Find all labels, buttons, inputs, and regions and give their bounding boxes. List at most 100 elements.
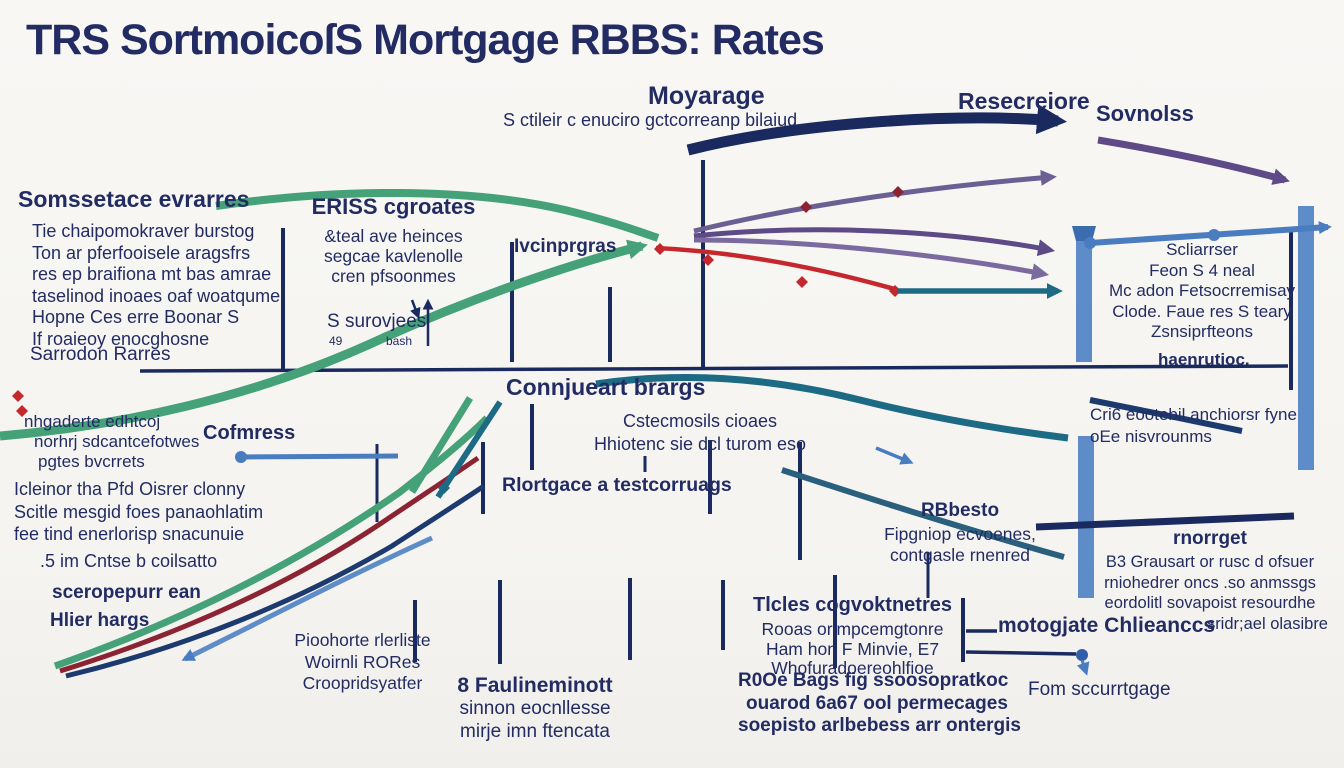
tlces-body-line: Ham hon F Minvie, E7 [765,638,940,659]
moyarage-heading: Moyarage [648,82,765,110]
pioohorte-line: Croopridsyatfer [302,673,423,693]
rnorrget-body-line: rniohedrer oncs .so anmssgs [1104,573,1316,592]
cri6-line: oEe nisvrounms [1090,427,1212,446]
blue-dot-mid [1208,229,1220,241]
nhgaderte-line: pgtes bvcrrets [38,452,145,471]
lightblue-bar-3 [1298,206,1314,470]
pioohorte-block: Pioohorte rlerliste Woirnli RORes Croopr… [290,630,435,695]
somssetace-body: Tie chaipomokraver burstog Ton ar pferfo… [32,221,280,350]
r0oe-line: ouarod 6a67 ool permecages [746,692,1008,714]
fan-line-red [655,245,899,293]
icleinor-line: fee tind enerlorisp snacunuie [14,524,245,544]
rnorrget-heading: rnorrget [1173,528,1247,549]
somssetace-body-line: Ton ar pferfooisele aragsfrs [32,242,251,263]
surovjees-label: S surovjees [327,311,427,332]
ascending-bundle-green [53,415,490,670]
rnorrget-body-line: eordolitl sovapoist resourdhe [1104,594,1316,612]
diamond-darkred-2 [892,186,904,198]
connjueart-body-line: Hhiotenc sie dcl turom eso [593,434,807,454]
cofmress-connector [239,453,399,460]
somssetace-body-line: Hopne Ces erre Boonar S [32,307,240,327]
scliarrser-line: Zsnsiprfteons [1150,322,1254,341]
surovjees-down-arrow [410,299,421,320]
teal-steep-line [435,400,503,499]
red-diamond-left-1 [12,390,24,402]
surovjees-right: bash [386,334,413,348]
ivcinprgras-label: Ivcinprgras [514,236,617,257]
pioohorte-line: Pioohorte rlerliste [294,630,431,650]
icleinor-line: Scitle mesgid foes panaohlatim [14,501,264,522]
somssetace-body-line: If roaieoy enocghosne [32,328,210,349]
horizontal-axis-line [139,364,1289,373]
navy-descending-line [1089,397,1243,434]
eriss-heading: ERISS cgroates [311,194,476,219]
green-top-curve [215,188,660,242]
red-diamond-left-2 [16,405,28,417]
rbbesto-block: RBbesto Fipgniop ecvoenes, contgasle rne… [855,500,1065,566]
teal-descending-line [781,467,1065,560]
big-navy-arrow [686,104,1067,156]
faulineminott-body-line: sinnon eocnllesse [459,698,611,719]
diamond-red-1 [654,243,666,255]
diamond-darkred-1 [800,201,812,213]
faulineminott-block: 8 Faulineminott sinnon eocnllesse mirje … [400,674,670,743]
nhgaderte-line: nhgaderte edhtcoj [24,412,161,431]
rnorrget-block: rnorrget B3 Grausart or rusc d ofsuer rn… [1082,528,1338,634]
pioohorte-line: Woirnli RORes [304,651,421,672]
tlces-body-line: Whofuradoereohlfioe [771,658,934,678]
tlces-block: Tlcles cogvoktnetres Rooas orimpcemgtonr… [730,594,975,679]
connjueart-heading: Connjueart brargs [506,374,706,400]
teal-wave-line [595,374,1069,442]
icleinor-block: Icleinor tha Pfd Oisrer clonny Scitle me… [14,478,263,572]
somssetace-footer: Sarrodon Rarres [30,344,171,365]
eriss-block: ERISS cgroates &teal ave heinces segcae … [296,194,491,286]
fan-line-purple-1 [693,227,1056,257]
page-title: TRS SortmoicoſS Mortgage RBBS: Rates [26,16,825,64]
surovjees-left: 49 [329,334,343,348]
r0oe-line: R0Oe Bags fig ssoosopratkoc [738,670,1009,691]
fom-label: Fom sccurrtgage [1028,679,1171,700]
bracket-blue-dot [1076,649,1088,661]
scliarrser-block: Scliarrser Feon S 4 neal Mc adon Fetsocr… [1082,240,1322,343]
blue-small-arrow [875,446,914,465]
cri6-line: Cri6 eootebil anchiorsr fyne [1090,405,1297,424]
diamond-red-3 [796,276,808,288]
lightblue-bar-2 [1078,436,1094,598]
connjueart-body: Cstecmosils cioaes Hhiotenc sie dcl turo… [560,410,840,456]
scliarrser-line: Scliarrser [1166,240,1238,259]
cofmress-label: Cofmress [203,422,296,444]
r0oe-block: R0Oe Bags fig ssoosopratkoc ouarod 6a67 … [738,670,1033,738]
somssetace-body-line: Tie chaipomokraver burstog [32,221,255,241]
motogjate-label: motogjate Chlieanccs [998,614,1216,637]
nhgaderte-block: nhgaderte edhtcoj norhrj sdcantcefotwes … [24,412,199,472]
rbbesto-body-line: contgasle rnenred [889,545,1031,565]
green-main-curve [0,239,648,441]
bracket-down-arrow [1076,659,1090,676]
purple-top-arrow [1097,136,1290,185]
somssetace-body-line: res ep braifiona mt bas amrae [32,264,272,284]
nhgaderte-line: norhrj sdcantcefotwes [34,432,200,451]
faulineminott-heading: 8 Faulineminott [457,674,613,697]
lightblue-arrow-line [181,535,434,662]
eriss-body-line: &teal ave heinces [324,226,463,246]
ascending-bundle-red [59,455,480,674]
faulineminott-body-line: mirje imn ftencata [460,720,610,742]
sceropepurr-line-2: Hlier hargs [50,610,150,631]
somssetace-body-line: taselinod inoaes oaf woatqume [32,285,281,306]
fan-line-slate [693,169,1057,234]
icleinor-line: .5 im Cntse b coilsatto [40,550,218,571]
rbbesto-heading: RBbesto [920,500,1000,521]
rbbesto-body-line: Fipgniop ecvoenes, [884,524,1036,544]
haenrutioc-label: haenrutioc. [1158,350,1250,369]
sovnolss-label: Sovnolss [1096,101,1194,126]
cofmress-dot [235,451,247,463]
green-steep-line [409,396,473,494]
rlortgace-label: Rlortgace a testcorruags [502,474,732,496]
motogjate-bracket-line [965,650,1077,656]
fan-line-purple-2 [693,237,1050,281]
moyarage-subtitle: S ctileir c enuciro gctcorreanp bilaiud [503,110,798,130]
tlces-body-line: Rooas orimpcemgtonre [761,619,944,639]
teal-diamond [438,482,450,494]
